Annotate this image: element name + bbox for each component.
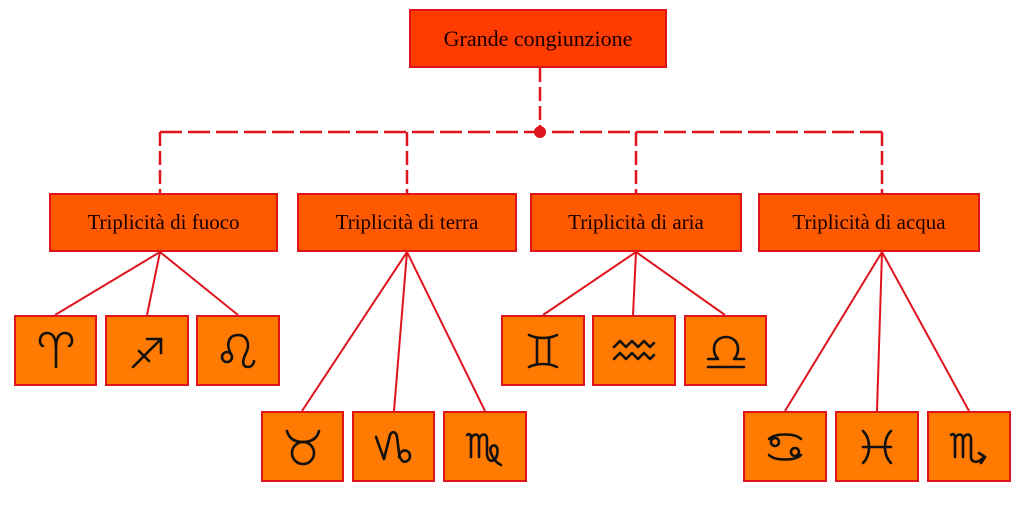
- branch-line: [54, 251, 161, 316]
- triplicity-air: Triplicità di aria: [530, 193, 742, 252]
- branch-line: [146, 251, 161, 316]
- branch-line: [881, 251, 970, 412]
- sign-box-sagittarius: [105, 315, 189, 386]
- root-label: Grande congiunzione: [443, 25, 633, 51]
- branch-line: [876, 251, 883, 412]
- root-node: Grande congiunzione: [409, 9, 667, 68]
- sign-box-cancer: [743, 411, 827, 482]
- triplicity-fire: Triplicità di fuoco: [49, 193, 278, 252]
- sign-box-libra: [684, 315, 767, 386]
- sign-box-taurus: [261, 411, 344, 482]
- aquarius-icon: [612, 339, 656, 360]
- branch-line: [635, 251, 726, 316]
- sign-box-virgo: [443, 411, 527, 482]
- triplicity-earth: Triplicità di terra: [297, 193, 517, 252]
- branch-line: [159, 251, 239, 316]
- triplicity-label: Triplicità di fuoco: [87, 210, 240, 234]
- gemini-icon: [527, 333, 559, 368]
- pisces-icon: [861, 429, 893, 464]
- sign-box-aries: [14, 315, 97, 386]
- cancer-icon: [767, 432, 803, 461]
- sagittarius-icon: [131, 337, 163, 368]
- sign-box-gemini: [501, 315, 585, 386]
- junction-dot: [534, 126, 546, 138]
- triplicity-label: Triplicità di acqua: [792, 210, 946, 234]
- triplicity-label: Triplicità di aria: [568, 210, 704, 234]
- virgo-icon: [465, 432, 503, 466]
- triplicity-water: Triplicità di acqua: [758, 193, 980, 252]
- branch-line: [301, 251, 408, 412]
- branch-line: [542, 251, 637, 316]
- sign-box-scorpio: [927, 411, 1011, 482]
- taurus-icon: [285, 429, 320, 465]
- capricorn-icon: [374, 430, 411, 463]
- sign-box-aquarius: [592, 315, 676, 386]
- aries-icon: [38, 331, 73, 368]
- libra-icon: [706, 335, 745, 368]
- sign-box-capricorn: [352, 411, 435, 482]
- branch-line: [784, 251, 883, 412]
- sign-box-pisces: [835, 411, 919, 482]
- leo-icon: [220, 333, 256, 368]
- branch-line: [393, 251, 408, 412]
- scorpio-icon: [949, 432, 987, 464]
- sign-box-leo: [196, 315, 280, 386]
- triplicity-label: Triplicità di terra: [335, 210, 479, 234]
- branch-line: [632, 251, 637, 316]
- branch-line: [406, 251, 486, 412]
